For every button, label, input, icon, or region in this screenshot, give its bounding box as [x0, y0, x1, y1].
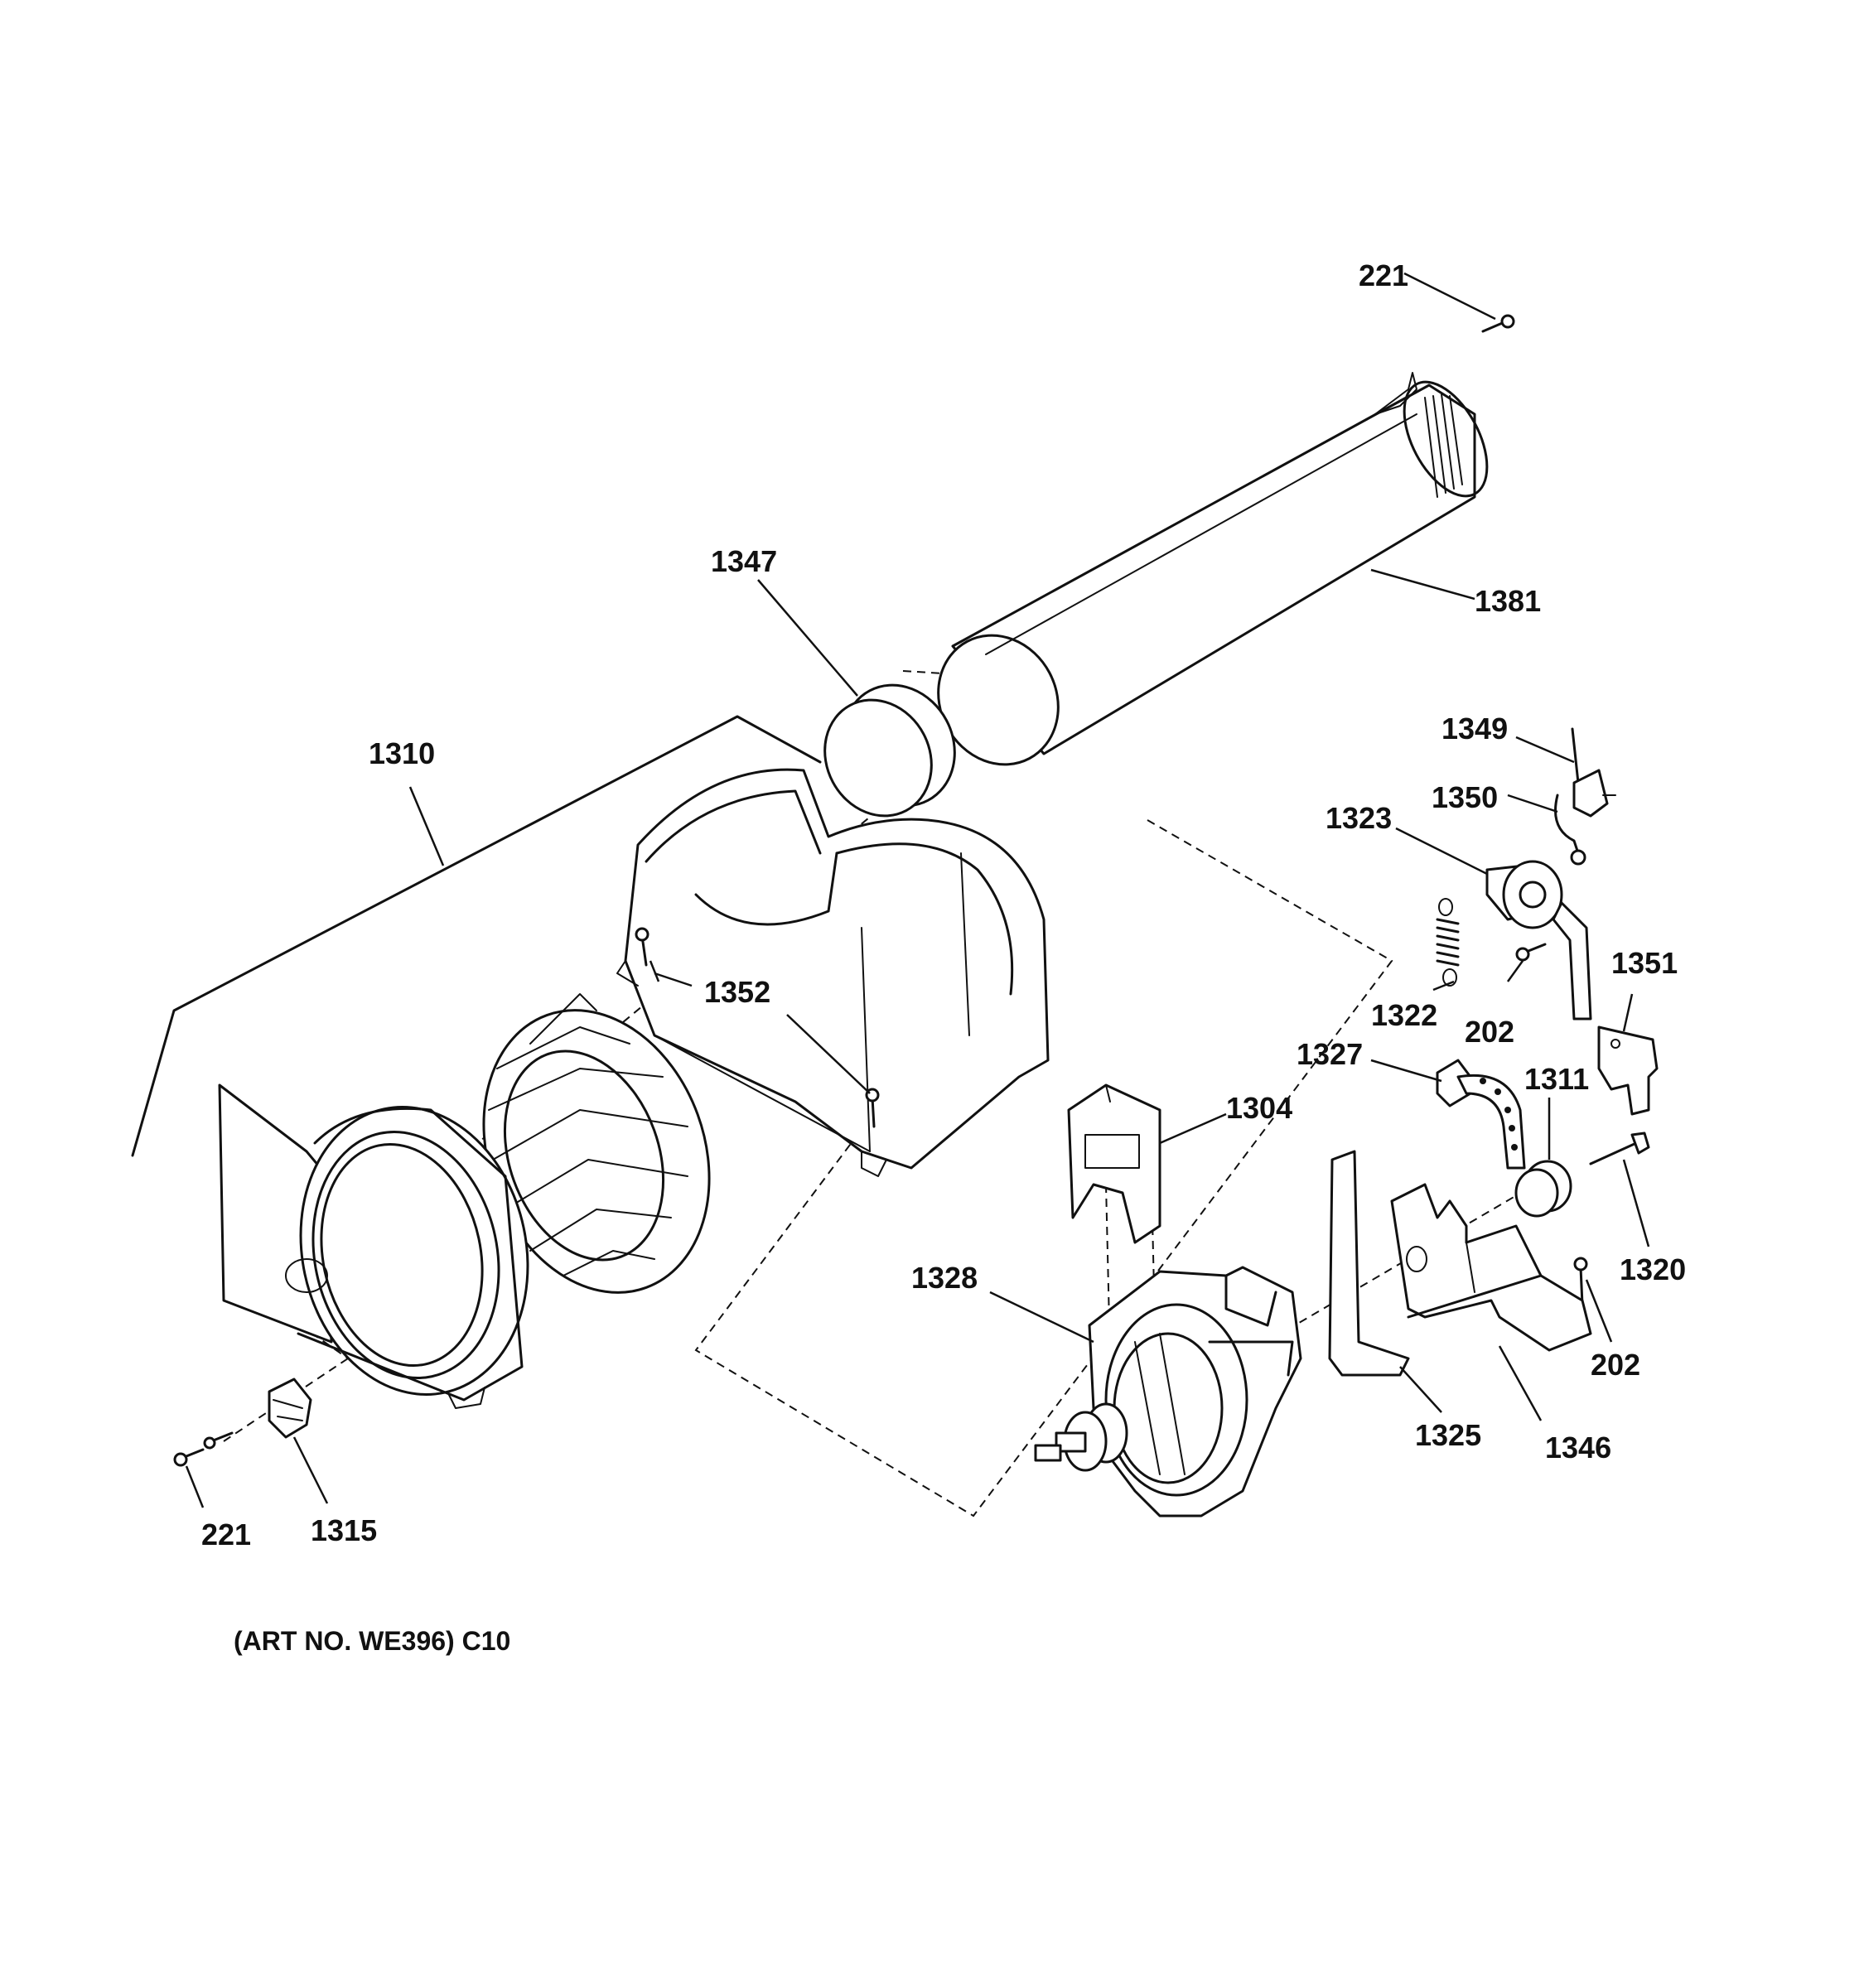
- label-1328: 1328: [911, 1261, 978, 1295]
- label-1325: 1325: [1415, 1418, 1481, 1452]
- motor-bracket-rear: [1328, 1150, 1410, 1377]
- motor-switch: [1554, 727, 1616, 866]
- label-202-a: 202: [1465, 1015, 1514, 1049]
- label-1315: 1315: [311, 1513, 377, 1547]
- label-1351: 1351: [1611, 946, 1678, 980]
- label-1320: 1320: [1620, 1252, 1686, 1286]
- label-1327: 1327: [1297, 1037, 1363, 1071]
- roller-wheel: [1514, 1160, 1572, 1218]
- part-labels: 221 1381 1347 1310 1349 1350 1323 1352 1…: [201, 258, 1686, 1656]
- tension-spring: [1436, 898, 1460, 987]
- label-221-bottom: 221: [201, 1518, 251, 1551]
- idler-hub: [268, 1378, 312, 1439]
- blower-housing: [616, 768, 1050, 1177]
- label-1310: 1310: [369, 736, 435, 770]
- blower-wheel: [482, 993, 711, 1294]
- screws: [173, 314, 1650, 1467]
- belt-clip: [1597, 1025, 1659, 1116]
- group-bracket-1310: [131, 715, 822, 1157]
- air-filter-frame: [1067, 1083, 1161, 1244]
- front-cover: [218, 1083, 529, 1409]
- motor-strap: [1436, 1059, 1526, 1170]
- label-1347: 1347: [711, 544, 777, 578]
- label-1346: 1346: [1545, 1431, 1611, 1464]
- label-1352: 1352: [704, 975, 770, 1009]
- coupling-ring: [823, 683, 956, 818]
- label-1304: 1304: [1226, 1091, 1292, 1125]
- exhaust-duct: [937, 372, 1489, 766]
- label-1322: 1322: [1371, 998, 1437, 1032]
- art-number: (ART NO. WE396) C10: [234, 1626, 510, 1656]
- label-1349: 1349: [1441, 712, 1508, 746]
- label-1311: 1311: [1524, 1062, 1589, 1096]
- label-1323: 1323: [1326, 801, 1392, 835]
- drive-motor: [1034, 1266, 1302, 1518]
- idler-pulley-arm: [1485, 860, 1592, 1021]
- leader-lines: [185, 272, 1650, 1508]
- label-202-b: 202: [1591, 1348, 1640, 1382]
- label-1350: 1350: [1432, 780, 1498, 814]
- label-1381: 1381: [1475, 584, 1541, 618]
- motor-mount: [1390, 1183, 1592, 1352]
- label-221-top: 221: [1359, 258, 1408, 292]
